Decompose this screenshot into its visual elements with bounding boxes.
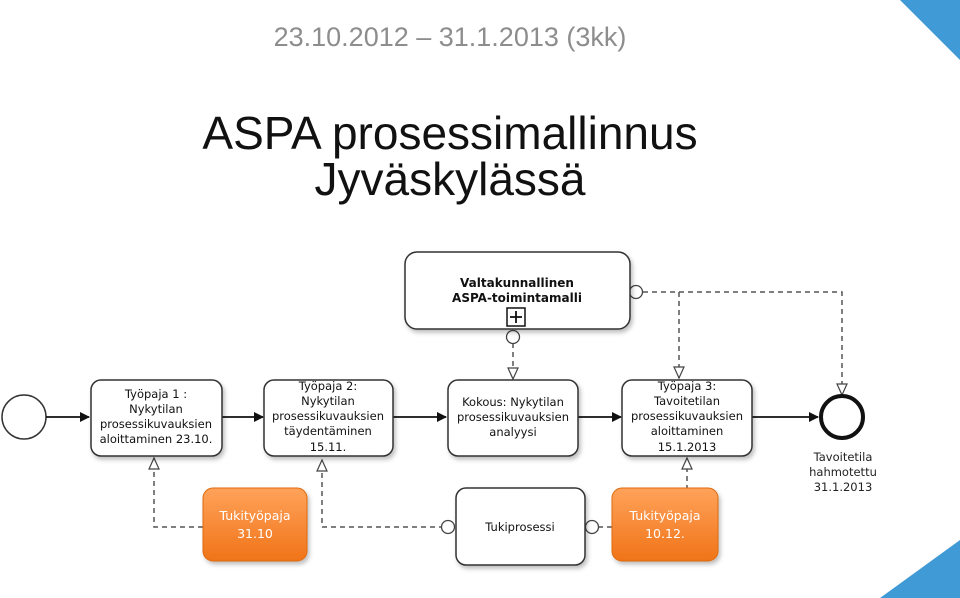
association-start-circle-support-left — [440, 519, 456, 535]
task-line: 15.1.2013 — [658, 440, 717, 454]
end-event — [819, 394, 865, 440]
task-line: Kokous: Nykytilan — [462, 395, 564, 409]
task-line: prosessikuvauksien — [100, 417, 212, 431]
task-line: Työpaja 3: — [657, 379, 717, 393]
support-workshop-2: Tukityöpaja 10.12. — [611, 487, 719, 562]
support-workshop-line: Tukityöpaja — [628, 508, 700, 523]
subprocess-national-model: Valtakunnallinen ASPA-toimintamalli — [404, 251, 631, 330]
task-line: Työpaja 1 : — [124, 387, 187, 401]
task-line: aloittaminen — [651, 424, 724, 438]
subprocess-line: ASPA-toimintamalli — [452, 291, 582, 305]
task-line: prosessikuvauksien — [631, 409, 743, 423]
task-line: täydentäminen — [284, 424, 372, 438]
association-start-circle-subprocess-bottom — [505, 329, 521, 345]
end-event-label: Tavoitetila hahmotettu 31.1.2013 — [809, 450, 877, 494]
title-line-1: ASPA prosessimallinnus — [202, 107, 698, 159]
support-workshop-1: Tukityöpaja 31.10 — [202, 487, 308, 562]
association-start-circle-subprocess-right — [628, 284, 644, 300]
task-line: aloittaminen 23.10. — [100, 432, 213, 446]
page-title: ASPA prosessimallinnus Jyväskylässä — [0, 110, 900, 202]
support-workshop-line: 31.10 — [237, 526, 273, 541]
end-label-line: hahmotettu — [809, 465, 877, 479]
task-workshop-3: Työpaja 3: Tavoitetilan prosessikuvauksi… — [621, 379, 753, 457]
title-line-2: Jyväskylässä — [314, 153, 586, 205]
date-range-subtitle: 23.10.2012 – 31.1.2013 (3kk) — [273, 22, 627, 52]
end-label-line: Tavoitetila — [813, 450, 873, 464]
task-line: Työpaja 2: — [298, 379, 358, 393]
subprocess-line: Valtakunnallinen — [460, 276, 574, 290]
task-line: 15.11. — [310, 440, 347, 454]
task-meeting: Kokous: Nykytilan prosessikuvauksien ana… — [447, 379, 579, 457]
support-process: Tukiprosessi — [455, 487, 586, 566]
support-process-label: Tukiprosessi — [484, 520, 554, 534]
task-line: Nykytilan — [301, 394, 355, 408]
association-support-to-task2 — [316, 458, 444, 528]
association-subprocess-to-task4 — [643, 291, 685, 380]
association-subprocess-to-end — [679, 291, 848, 397]
support-workshop-line: Tukityöpaja — [218, 508, 290, 523]
expand-plus-icon — [506, 307, 526, 327]
task-workshop-1: Työpaja 1 : Nykytilan prosessikuvauksien… — [90, 379, 223, 457]
association-start-circle-support-right — [584, 519, 600, 535]
end-label-line: 31.1.2013 — [814, 480, 873, 494]
association-workshop1-to-task1 — [148, 456, 203, 528]
support-workshop-line: 10.12. — [645, 526, 685, 541]
task-line: Nykytilan — [129, 402, 183, 416]
task-line: prosessikuvauksien — [457, 410, 569, 424]
task-line: prosessikuvauksien — [272, 409, 384, 423]
task-line: Tavoitetilan — [653, 394, 720, 408]
start-event — [1, 394, 47, 440]
task-line: analyysi — [489, 425, 536, 439]
task-workshop-2: Työpaja 2: Nykytilan prosessikuvauksien … — [263, 379, 394, 457]
